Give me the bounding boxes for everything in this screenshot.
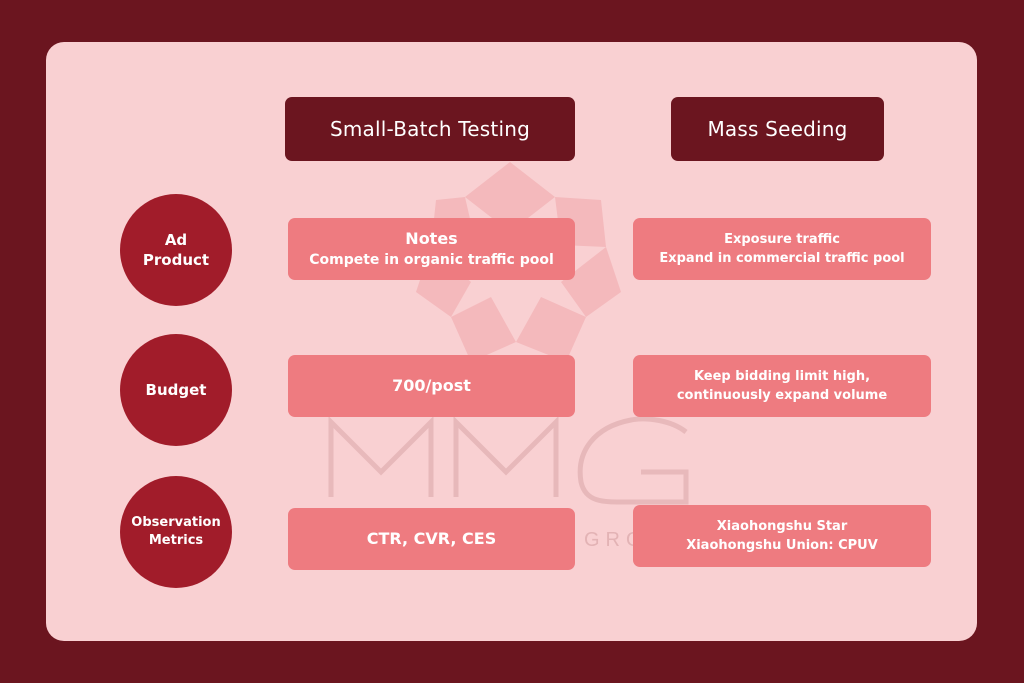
cell-text: Keep bidding limit high, [693,368,871,384]
cell-text: Xiaohongshu Union: CPUV [686,538,878,553]
diagram-panel: GRO Small-Batch Testing Mass Seeding Ad … [46,42,977,641]
cell-text: Exposure traffic [724,231,840,247]
cell-text: CTR, CVR, CES [366,529,497,548]
row-label-budget: Budget [120,334,232,446]
cell-budget-mass-seeding: Keep bidding limit high, continuously ex… [633,355,931,417]
row-label-observation-metrics: Observation Metrics [120,476,232,588]
column-header-label: Mass Seeding [707,117,848,141]
row-label-line: Metrics [148,533,204,548]
cell-ad-product-mass-seeding: Exposure traffic Expand in commercial tr… [633,218,931,280]
row-label-line: Budget [145,380,207,399]
cell-title: Notes [405,229,458,249]
row-label-ad-product: Ad Product [120,194,232,306]
cell-text: Xiaohongshu Star [716,518,848,534]
cell-ad-product-small-batch: Notes Compete in organic traffic pool [288,218,575,280]
row-label-line: Observation [131,515,221,531]
column-header-small-batch: Small-Batch Testing [285,97,575,161]
cell-metrics-small-batch: CTR, CVR, CES [288,508,575,570]
cell-budget-small-batch: 700/post [288,355,575,417]
column-header-label: Small-Batch Testing [329,117,530,141]
row-label-line: Product [142,251,210,269]
cell-text: 700/post [392,376,471,395]
row-label-line: Ad [164,230,188,249]
cell-metrics-mass-seeding: Xiaohongshu Star Xiaohongshu Union: CPUV [633,505,931,567]
cell-text: Compete in organic traffic pool [309,252,554,269]
column-header-mass-seeding: Mass Seeding [671,97,884,161]
cell-text: Expand in commercial traffic pool [659,251,905,266]
cell-text: continuously expand volume [676,388,888,403]
